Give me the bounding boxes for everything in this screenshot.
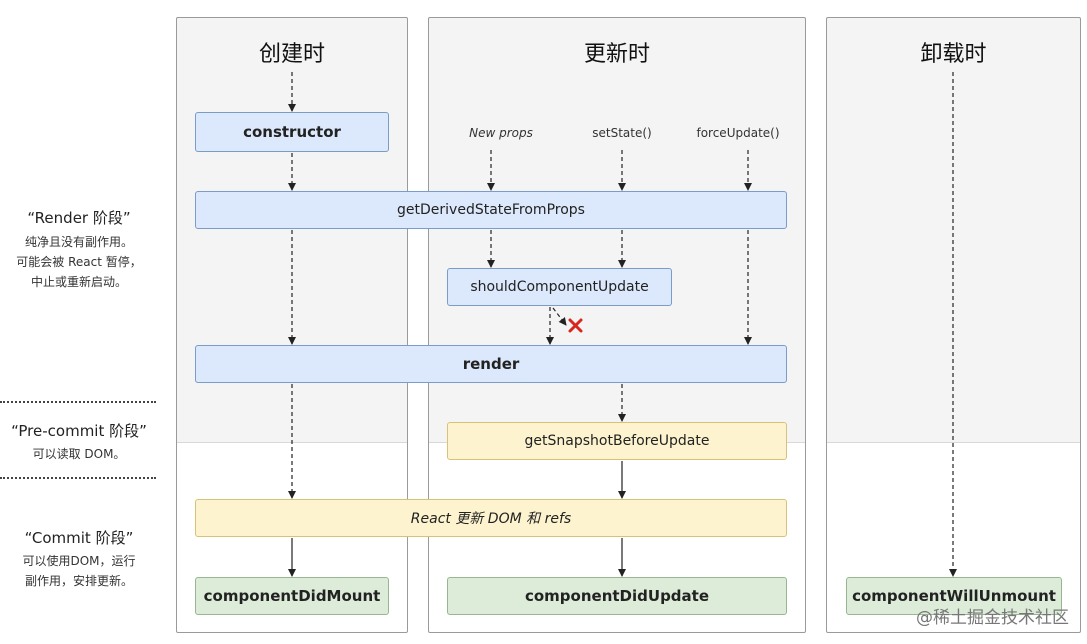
mount-column-phase-separator [177,442,407,443]
component-did-update-label: componentDidUpdate [524,587,710,605]
get-derived-state-from-props-box: getDerivedStateFromProps [195,191,787,229]
component-will-unmount-label: componentWillUnmount [852,587,1056,605]
render-phase-desc-3: 中止或重新启动。 [30,275,127,289]
update-column-title: 更新时 [583,42,650,67]
unmount-column-title: 卸载时 [920,42,987,67]
mount-column-title: 创建时 [258,42,325,67]
component-will-unmount-box: componentWillUnmount [846,577,1062,615]
get-snapshot-before-update-box: getSnapshotBeforeUpdate [447,422,787,460]
constructor-label: constructor [243,123,341,141]
unmount-column-phase-separator [827,442,1080,443]
trigger-force-update: forceUpdate() [696,126,780,140]
unmount-column: 卸载时 [826,17,1081,633]
component-did-update-box: componentDidUpdate [447,577,787,615]
get-snapshot-before-update-label: getSnapshotBeforeUpdate [524,433,710,449]
commit-phase-desc-2: 副作用，安排更新。 [24,574,133,588]
get-derived-state-from-props-label: getDerivedStateFromProps [397,202,585,218]
component-did-mount-box: componentDidMount [195,577,389,615]
react-updates-dom-label: React 更新 DOM 和 refs [410,511,572,527]
should-component-update-label: shouldComponentUpdate [470,279,649,295]
commit-phase-title: “Commit 阶段” [24,529,134,547]
render-phase-desc-1: 纯净且没有副作用。 [24,235,133,249]
phase-divider-render-precommit [0,401,156,403]
phase-divider-precommit-commit [0,477,156,479]
render-label: render [462,355,520,373]
precommit-phase-desc-1: 可以读取 DOM。 [32,447,126,461]
trigger-new-props: New props [469,126,533,140]
render-phase-title: “Render 阶段” [27,209,131,227]
render-box: render [195,345,787,383]
commit-phase-desc-1: 可以使用DOM，运行 [22,554,136,568]
constructor-box: constructor [195,112,389,152]
react-updates-dom-box: React 更新 DOM 和 refs [195,499,787,537]
should-component-update-box: shouldComponentUpdate [447,268,672,306]
precommit-phase-title: “Pre-commit 阶段” [11,422,147,440]
update-column: 更新时 [428,17,806,633]
watermark: @稀土掘金技术社区 [916,608,1069,628]
mount-column: 创建时 [176,17,408,633]
render-phase-desc-2: 可能会被 React 暂停， [16,255,142,269]
trigger-set-state: setState() [592,126,652,140]
component-did-mount-label: componentDidMount [203,587,381,605]
